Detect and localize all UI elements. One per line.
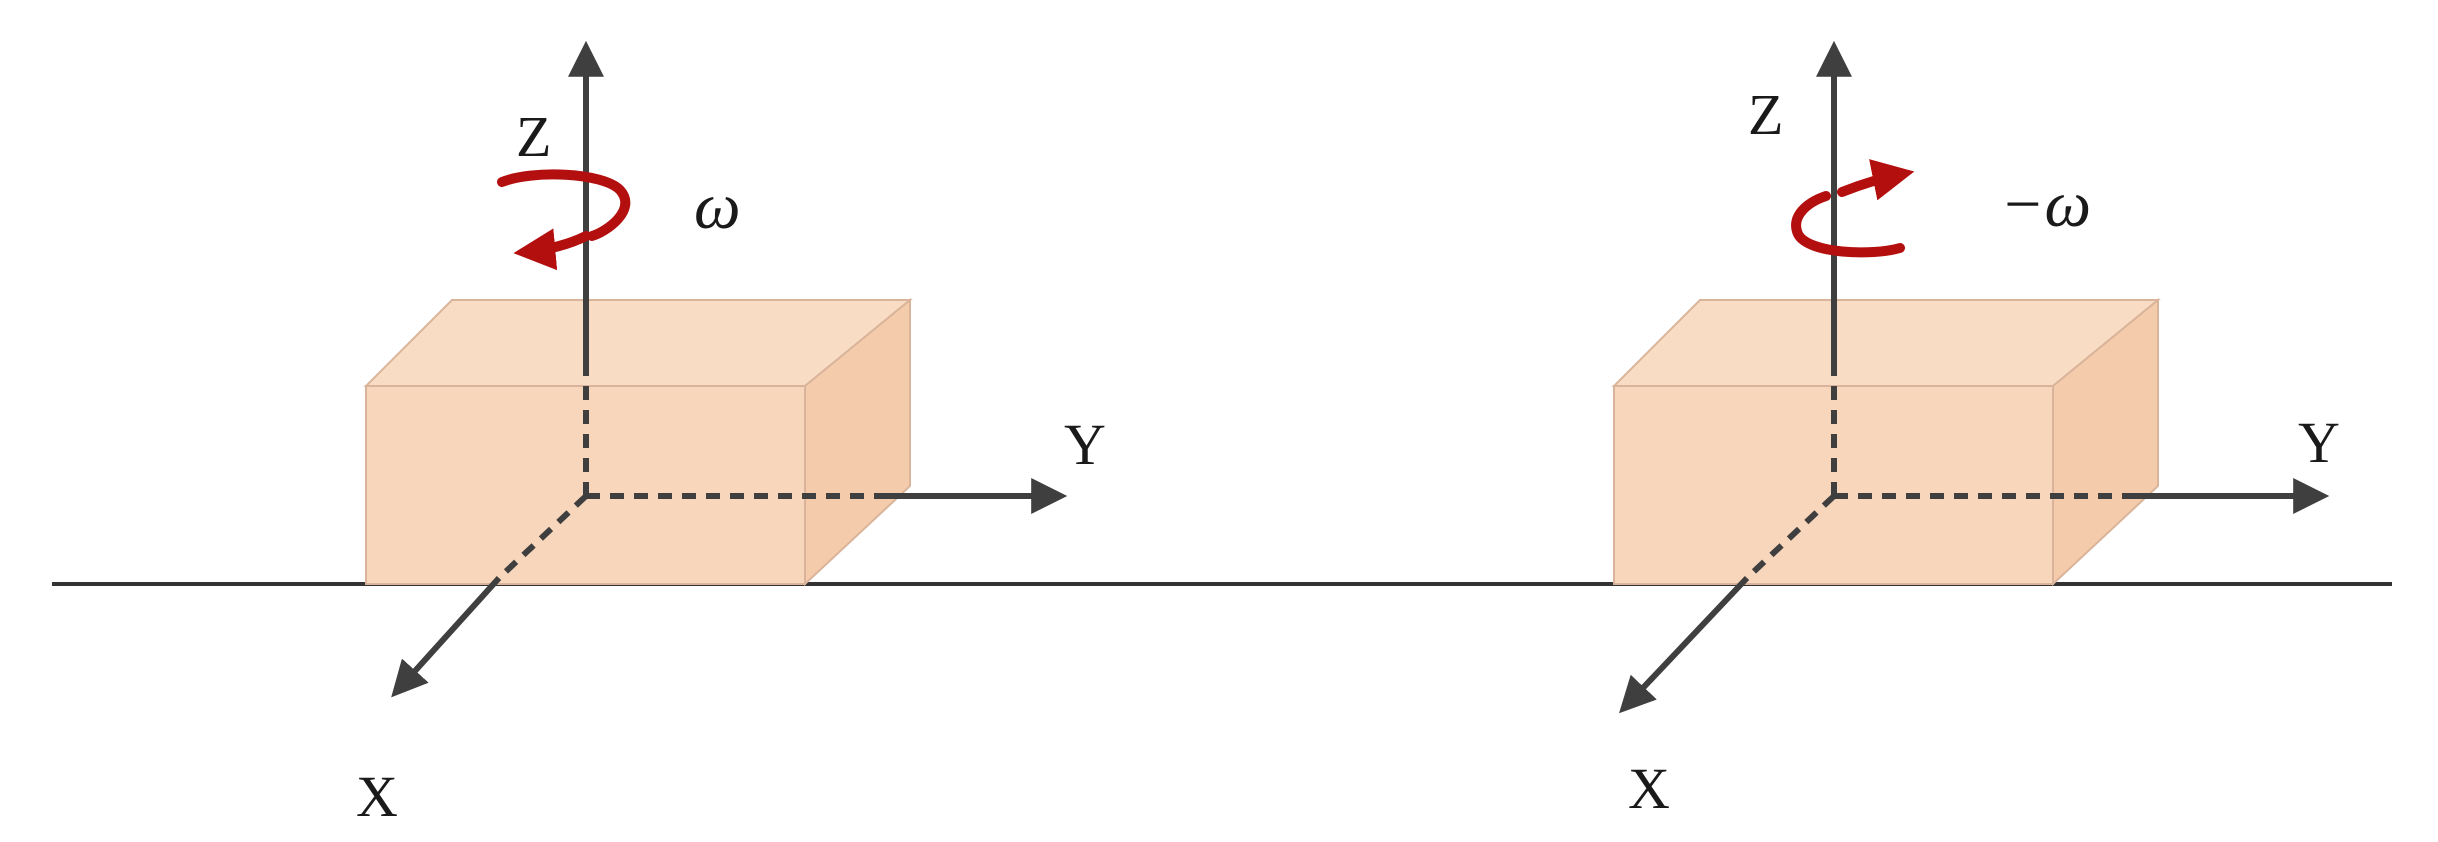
left-rotation-label: ω: [694, 170, 741, 243]
right-frame: Z Y X −ω: [1611, 40, 2340, 821]
left-rotation-arrow-back: [497, 169, 631, 241]
right-y-label: Y: [2298, 410, 2340, 475]
right-box: [1611, 297, 2161, 587]
right-rotation-label: −ω: [2000, 168, 2091, 241]
right-x-axis: [1619, 575, 1750, 714]
left-x-label: X: [356, 764, 398, 829]
right-x-axis-hidden: [1744, 493, 1837, 581]
left-x-axis: [391, 575, 502, 698]
left-x-axis-hidden: [496, 493, 589, 581]
left-y-label: Y: [1064, 412, 1106, 477]
right-x-label: X: [1628, 756, 1670, 821]
right-rotation-arrow-back: [1791, 191, 1905, 258]
left-rotation-arrow: [513, 228, 591, 271]
left-box: [363, 297, 913, 587]
left-frame: Z Y X ω: [356, 40, 1106, 829]
right-rotation-arrow: [1837, 159, 1915, 201]
left-z-label: Z: [516, 104, 551, 169]
right-z-label: Z: [1748, 82, 1783, 147]
